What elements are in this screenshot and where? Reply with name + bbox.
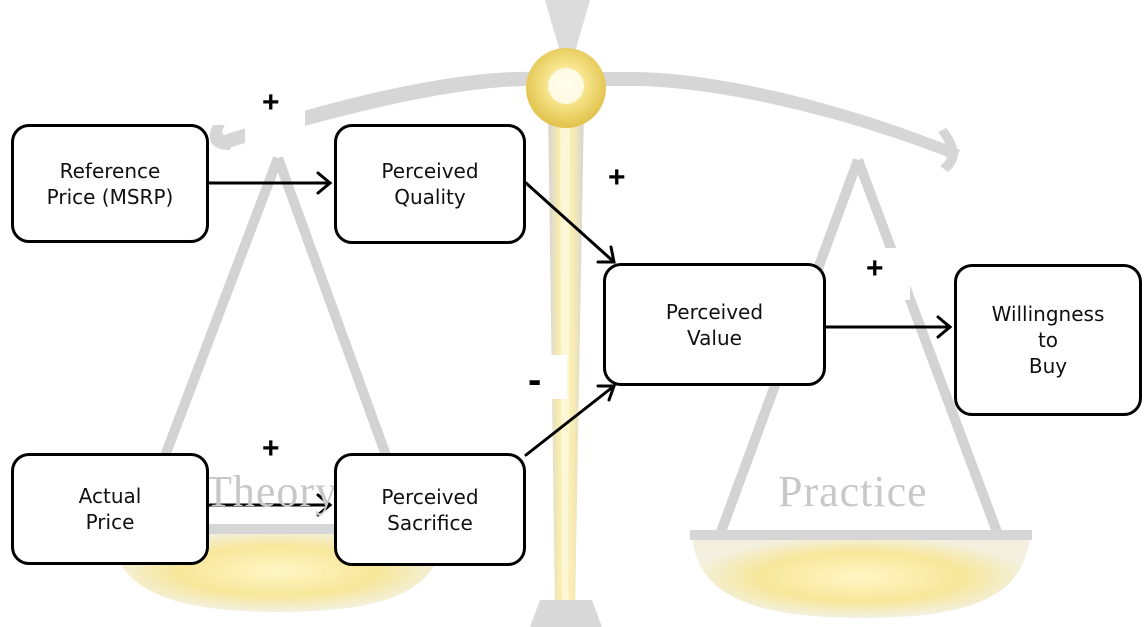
node-perceived-value: Perceived Value [603,263,826,386]
diagram-edges [207,171,953,517]
sign-backdrop-value-willingness [860,248,910,300]
node-actual-price-label: Actual Price [78,484,142,534]
watermark-left-text: Theory [205,467,339,516]
right-pan-string-b [853,158,1005,542]
left-pan-rim [108,524,448,534]
scale-base [530,600,602,627]
node-perceived-sacrifice-label: Perceived Sacrifice [381,484,479,535]
scale-beam-left-hook [209,125,235,150]
node-willingness-to-buy-label: Willingness to Buy [991,302,1105,378]
edge-sign-quality-value: + [608,161,626,194]
edge-sacrifice-to-value [524,384,616,457]
node-perceived-sacrifice: Perceived Sacrifice [334,453,526,566]
edge-actual-to-sacrifice-head [316,493,333,517]
edge-reference-to-quality-head [316,171,333,195]
edge-sacrifice-to-value-head [596,384,617,402]
edge-sign-value-willingness: + [866,252,884,285]
node-actual-price: Actual Price [11,453,209,565]
node-perceived-quality-label: Perceived Quality [381,159,479,209]
sign-backdrop-sacrifice-value [515,355,567,399]
edge-sign-sacrifice-value: - [528,358,542,402]
sign-backdrop-reference-quality [245,86,305,146]
node-reference-price-label: Reference Price (MSRP) [46,158,174,209]
node-perceived-value-label: Perceived Value [665,299,764,350]
right-pan [692,536,1030,618]
edge-value-to-willingness-head [936,315,953,339]
edge-sign-actual-sacrifice: + [262,432,280,465]
node-perceived-quality: Perceived Quality [334,124,526,244]
scale-knob-highlight [548,68,584,104]
node-willingness-to-buy: Willingness to Buy [954,264,1142,416]
right-pan-rim [690,530,1032,540]
sign-backdrop-quality-value [600,160,644,196]
scale-beam [215,71,960,160]
edge-quality-to-value [524,181,616,264]
node-reference-price: Reference Price (MSRP) [11,124,209,243]
edge-quality-to-value-head [596,245,616,264]
edge-sign-reference-quality: + [262,86,280,119]
scale-beam-right-hook [938,128,958,172]
scale-top-spike [545,0,590,62]
watermark-right-text: Practice [778,467,928,516]
